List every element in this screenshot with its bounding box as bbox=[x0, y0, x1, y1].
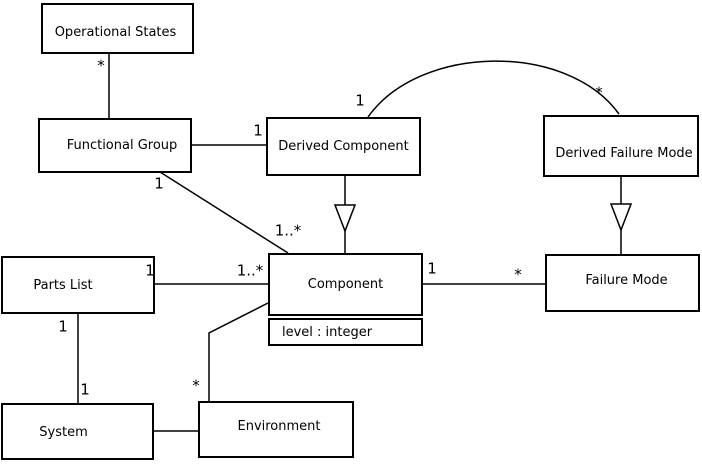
class-box-functional-group: Functional Group bbox=[38, 118, 192, 173]
inheritance-triangle-derived-component-icon bbox=[333, 204, 357, 234]
class-name-derived-component: Derived Component bbox=[278, 139, 409, 154]
class-attributes-component: level : integer bbox=[268, 318, 423, 346]
class-name-operational-states: Operational States bbox=[54, 25, 177, 40]
multiplicity-label: 1 bbox=[253, 121, 263, 140]
class-box-operational-states: Operational States bbox=[41, 3, 194, 54]
multiplicity-label: 1 bbox=[355, 91, 365, 110]
multiplicity-label: * bbox=[514, 265, 522, 284]
edge-environment-component bbox=[208, 302, 269, 401]
class-name-component: Component bbox=[307, 277, 384, 292]
class-box-failure-mode: Failure Mode bbox=[545, 254, 700, 312]
class-name-system: System bbox=[39, 425, 88, 440]
inheritance-triangle-derived-failure-mode-icon bbox=[609, 203, 633, 233]
class-box-parts-list: Parts List bbox=[1, 256, 155, 314]
multiplicity-label: 1 bbox=[80, 380, 90, 399]
multiplicity-label: 1 bbox=[154, 174, 164, 193]
class-box-environment: Environment bbox=[198, 401, 354, 458]
class-name-parts-list: Parts List bbox=[33, 277, 93, 293]
edge-functional-group-component bbox=[159, 171, 289, 254]
multiplicity-label: 1..* bbox=[274, 221, 302, 240]
class-box-component: Component bbox=[268, 253, 423, 316]
class-box-system: System bbox=[1, 403, 154, 460]
multiplicity-label: * bbox=[595, 83, 603, 102]
multiplicity-label: 1..* bbox=[236, 261, 264, 280]
multiplicity-label: * bbox=[97, 56, 105, 75]
attribute-level: level : integer bbox=[282, 324, 373, 340]
multiplicity-label: 1 bbox=[427, 259, 437, 278]
multiplicity-label: 1 bbox=[58, 317, 68, 336]
class-name-derived-failure-mode: Derived Failure Mode bbox=[555, 145, 693, 161]
class-name-failure-mode: Failure Mode bbox=[585, 272, 668, 288]
class-box-derived-failure-mode: Derived Failure Mode bbox=[543, 115, 699, 177]
class-box-derived-component: Derived Component bbox=[266, 117, 421, 176]
class-name-functional-group: Functional Group bbox=[66, 138, 178, 153]
multiplicity-label: * bbox=[192, 376, 200, 395]
class-name-environment: Environment bbox=[237, 419, 321, 434]
multiplicity-label: 1 bbox=[145, 261, 155, 280]
edge-derived-component-derived-failure-mode-curve bbox=[367, 60, 620, 118]
